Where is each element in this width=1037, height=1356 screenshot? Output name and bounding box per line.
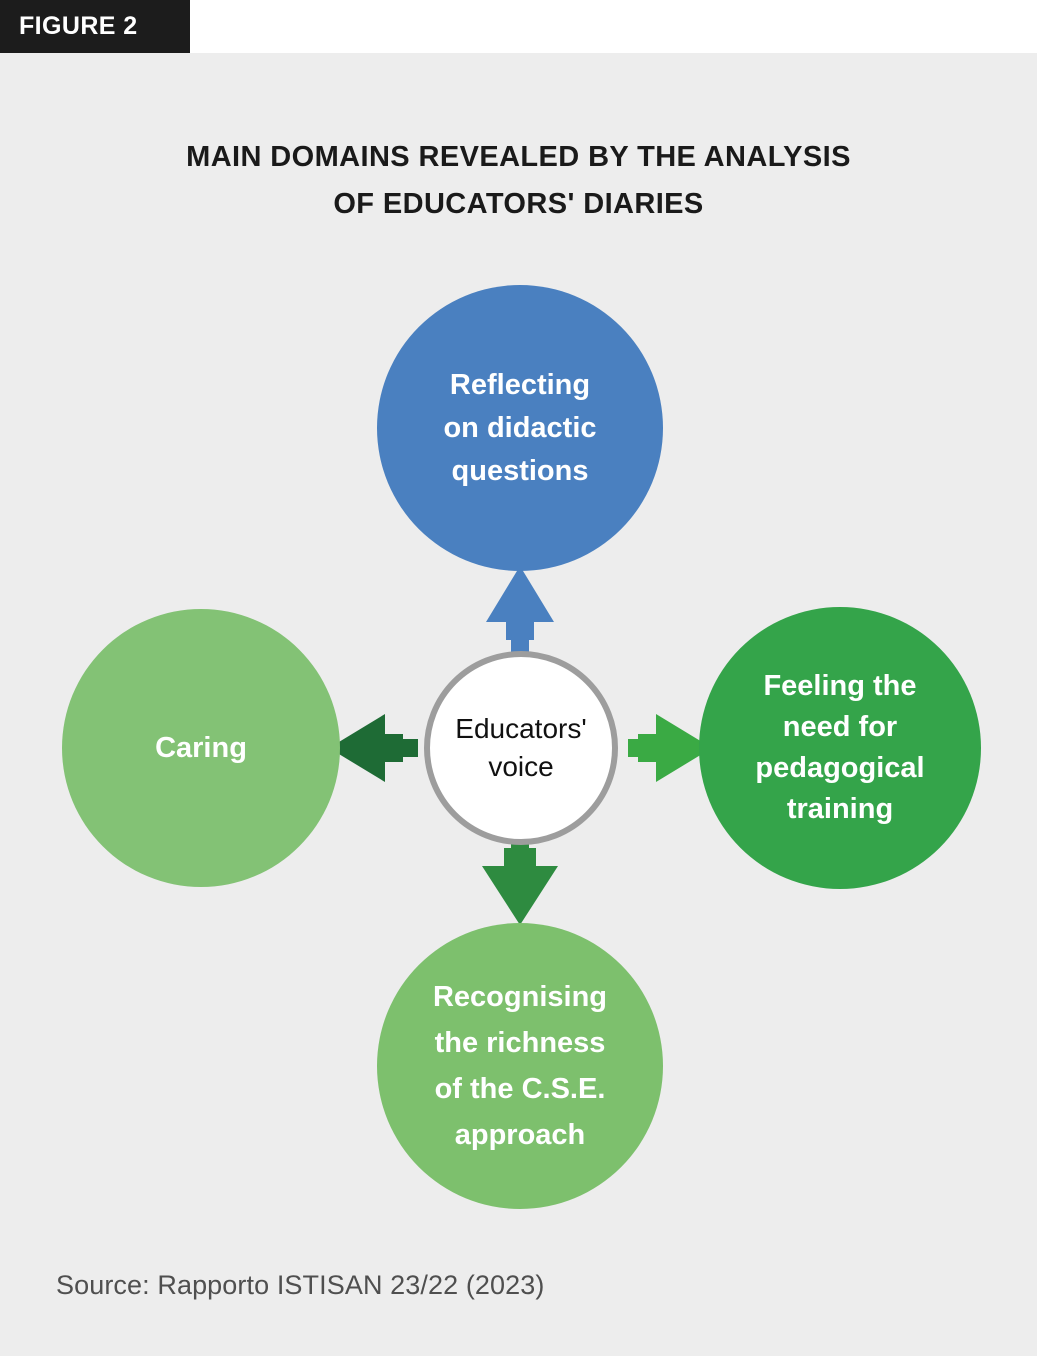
figure-number-label: FIGURE 2 [19,12,138,40]
arrow-up-to-reflecting [486,566,554,654]
diagram-node-approach-label: Recognising the richness of the C.S.E. a… [432,981,607,1151]
diagram-node-caring-label: Caring [155,731,247,764]
diagram-node-training[interactable]: Feeling the need for pedagogical trainin… [699,607,981,889]
diagram-node-approach[interactable]: Recognising the richness of the C.S.E. a… [377,923,663,1209]
page-title-line-1: MAIN DOMAINS REVEALED BY THE ANALYSIS [186,141,851,173]
page-title: MAIN DOMAINS REVEALED BY THE ANALYSIS OF… [0,134,1037,228]
diagram-center-hub[interactable]: Educators' voice [424,651,618,845]
header-bar: FIGURE 2 [0,0,1037,53]
source-note: Source: Rapporto ISTISAN 23/22 (2023) [56,1270,545,1300]
diagram-node-caring[interactable]: Caring [62,609,340,887]
diagram-node-reflecting-label: Reflecting on didactic questions [443,368,597,487]
arrow-down-to-approach [482,843,558,925]
arrow-left-to-caring [329,714,418,782]
diagram-center-hub-label: Educators' voice [455,713,587,782]
page-title-line-2: OF EDUCATORS' DIARIES [333,188,704,220]
diagram-node-training-label: Feeling the need for pedagogical trainin… [755,670,925,825]
diagram-node-reflecting[interactable]: Reflecting on didactic questions [377,285,663,571]
figure-number-badge: FIGURE 2 [0,0,190,53]
